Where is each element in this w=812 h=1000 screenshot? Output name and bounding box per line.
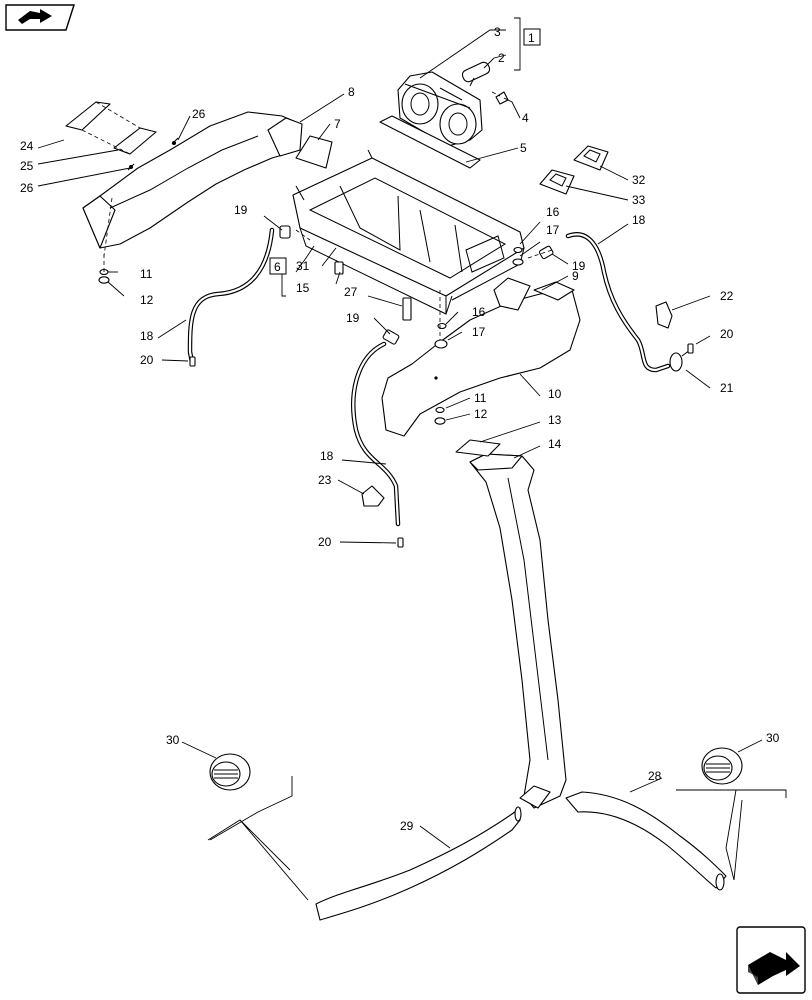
callout-21: 21 [720,381,734,395]
next-page-arrow-icon[interactable] [736,926,806,994]
callout-27: 27 [344,285,358,299]
callout-11-mid: 11 [474,391,487,405]
connector-19-left [279,225,291,239]
drain-valve-27 [402,297,412,321]
callout-22: 22 [720,289,734,303]
callout-26-left: 26 [20,181,34,195]
callout-4: 4 [522,111,529,125]
lower-duct-29 [315,806,522,921]
plug-15 [334,261,344,275]
filter-24 [65,101,157,155]
callout-18-left: 18 [140,329,154,343]
callout-18-right: 18 [632,213,646,227]
callout-30-left: 30 [166,733,180,747]
callout-5: 5 [520,141,527,155]
callout-30-right: 30 [766,731,780,745]
callout-17-mid: 17 [472,325,486,339]
callout-1: 1 [528,31,535,45]
gasket-33 [539,169,575,195]
bracket-22 [655,301,673,329]
callout-19-mid: 19 [346,311,360,325]
hose-right [565,232,671,373]
guide-arrow-left [207,776,309,901]
right-air-duct [381,277,581,437]
callout-16-mid: 16 [472,305,486,319]
left-air-duct [82,111,303,249]
callout-24: 24 [20,139,34,153]
book-arrow-icon[interactable] [5,4,75,31]
callout-9: 9 [572,269,579,283]
hose-left [187,227,275,365]
callout-32: 32 [632,173,646,187]
gasket-32 [573,145,609,171]
callout-7: 7 [334,117,341,131]
callout-20-left: 20 [140,353,154,367]
leader-lines [37,17,763,849]
hose-center [351,341,401,527]
callout-labels: 3 2 1 4 5 8 7 26 24 25 26 32 33 16 17 19… [20,25,780,833]
callout-19-left: 19 [234,203,248,217]
seal-16-17 [434,246,524,349]
callout-31: 31 [296,259,310,273]
callout-20-center: 20 [318,535,332,549]
lower-duct-28 [565,791,727,891]
callout-11-left: 11 [140,267,153,281]
callout-20-right: 20 [720,327,734,341]
heater-box [292,149,525,315]
callout-15: 15 [296,281,310,295]
callout-10: 10 [548,387,562,401]
callout-28: 28 [648,769,662,783]
gasket-7 [295,135,333,169]
callout-25: 25 [20,159,34,173]
callout-12-left: 12 [140,293,154,307]
connector-19-center [382,329,400,345]
hose-ends-20 [189,343,694,548]
vertical-duct [455,439,567,809]
callout-2: 2 [498,51,505,65]
clamp-21 [669,349,691,372]
callout-8: 8 [348,85,355,99]
ref-box-1 [523,28,541,46]
callout-3: 3 [494,25,501,39]
callout-17-top: 17 [546,223,560,237]
callout-13: 13 [548,413,562,427]
vent-30-left [209,753,251,791]
callout-26-top: 26 [192,107,206,121]
callout-29: 29 [400,819,414,833]
callout-12-mid: 12 [474,407,488,421]
motor-part-2 [461,61,491,87]
callout-18-center: 18 [320,449,334,463]
vent-30-right [701,747,743,785]
nut-washer-right [434,406,446,425]
connector-19-right [538,245,554,260]
clip-23 [361,485,385,507]
callout-33: 33 [632,193,646,207]
callout-19-right: 19 [572,259,586,273]
guide-arrow-right [676,789,787,881]
resistor-part-4 [495,91,509,105]
callout-6: 6 [274,260,281,274]
ref-box-6 [269,257,287,275]
callout-23: 23 [318,473,332,487]
blower-assembly [379,71,483,169]
callout-16-top: 16 [546,205,560,219]
callout-14: 14 [548,437,562,451]
